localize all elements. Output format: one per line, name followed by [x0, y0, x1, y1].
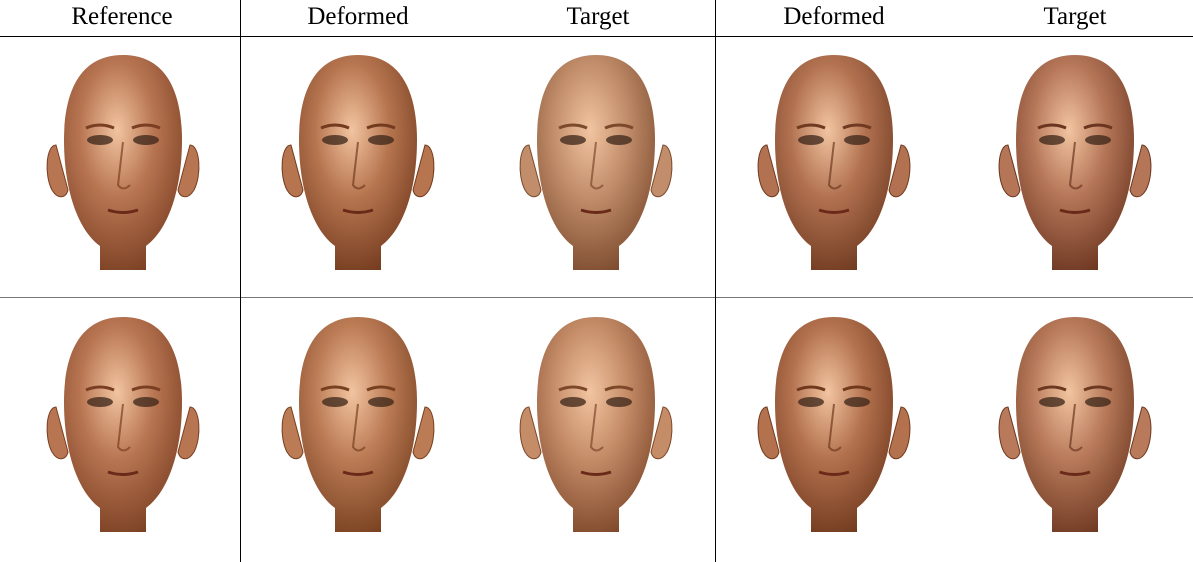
row-separator	[0, 297, 1193, 298]
face-image-target	[511, 50, 681, 280]
header-reference: Reference	[71, 3, 173, 30]
column-separator-1	[240, 0, 241, 562]
header-deformed-1: Deformed	[307, 3, 409, 30]
header-target-2: Target	[1043, 3, 1107, 30]
face-image-reference	[38, 312, 208, 542]
column-separator-2	[715, 0, 716, 562]
header-deformed-2: Deformed	[783, 3, 885, 30]
face-image-deformed	[749, 50, 919, 280]
face-image-reference	[38, 50, 208, 280]
face-image-deformed	[273, 312, 443, 542]
face-image-target	[990, 312, 1160, 542]
header-target-1: Target	[566, 3, 630, 30]
face-image-target	[511, 312, 681, 542]
face-image-deformed	[273, 50, 443, 280]
header-rule	[0, 36, 1193, 37]
face-image-deformed	[749, 312, 919, 542]
face-image-target	[990, 50, 1160, 280]
